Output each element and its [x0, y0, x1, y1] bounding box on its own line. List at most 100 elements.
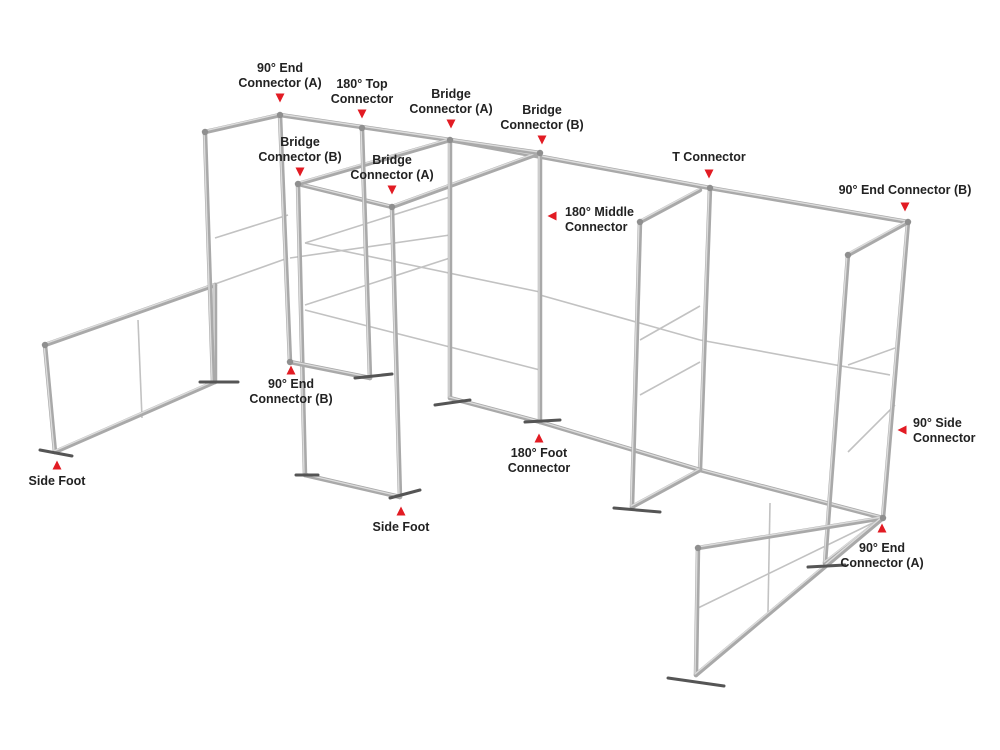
connector-joint — [844, 251, 852, 259]
callout-marker-icon — [704, 169, 714, 179]
frame-tube — [295, 181, 308, 478]
frame-tube — [52, 379, 218, 455]
panel-wire — [539, 294, 701, 341]
callout-label-line: Connector (A) — [350, 168, 433, 182]
panel-wire — [699, 339, 891, 376]
callout-label-line: Connector (A) — [238, 76, 321, 90]
frame-tube — [629, 219, 643, 510]
callout-label-line: Connector (B) — [500, 118, 583, 132]
frame-tube — [629, 467, 703, 510]
frame-tube-highlight — [846, 220, 908, 255]
panel-wire — [767, 502, 771, 613]
callout-marker-icon — [537, 135, 547, 145]
callout-label-line: Bridge — [280, 135, 320, 149]
callout-label: T Connector — [672, 150, 746, 164]
frame-tube-highlight — [708, 186, 908, 222]
frame-tube — [707, 185, 911, 225]
frame-foot — [388, 488, 422, 500]
callout-label: 90° End Connector (B) — [839, 183, 972, 197]
frame-tube-highlight — [53, 380, 215, 452]
frame-tube — [295, 137, 453, 187]
callout-label-line: Bridge — [372, 153, 412, 167]
frame-tube-highlight — [278, 113, 290, 362]
frame-tube-highlight — [881, 220, 908, 518]
callout-marker-icon — [286, 365, 296, 375]
frame-tube-highlight — [43, 283, 215, 345]
frame-tube — [202, 129, 216, 385]
callout-label-line: Connector — [508, 461, 571, 475]
frame-tube — [359, 125, 373, 381]
frame-tube — [302, 472, 403, 500]
frame-foot — [353, 372, 394, 380]
frame-tube-highlight — [288, 360, 370, 378]
panel-wire — [304, 309, 541, 371]
connector-joint — [294, 180, 302, 188]
frame-tube-highlight — [696, 516, 883, 548]
panel-wire — [304, 257, 451, 306]
callout-label-line: T Connector — [672, 150, 746, 164]
callout-end-connector-b-right: 90° End Connector (B) — [839, 183, 972, 212]
callout-marker-icon — [275, 93, 285, 103]
connector-joint — [388, 203, 396, 211]
frame-tube — [822, 252, 851, 566]
connector-joint — [694, 544, 702, 552]
panel-wire — [304, 242, 541, 293]
graphic-panel-wires — [137, 196, 896, 613]
connector-joint — [201, 128, 209, 136]
frame-tube-highlight — [303, 473, 400, 497]
frame-tube — [295, 181, 395, 210]
callout-marker-icon — [387, 185, 397, 195]
frame-tube-highlight — [360, 126, 370, 378]
callout-marker-icon — [52, 460, 62, 470]
panel-wire — [847, 404, 896, 453]
callout-label-line: Side Foot — [29, 474, 87, 488]
callout-label-line: 180° Top — [336, 77, 388, 91]
callout-label-line: Connector — [565, 220, 628, 234]
connector-joint — [904, 218, 912, 226]
frame-tube — [287, 359, 373, 381]
frame-tube — [202, 112, 283, 135]
frame-tube-highlight — [630, 468, 700, 507]
frame-foot — [433, 398, 472, 407]
callout-label-line: 90° End Connector (B) — [839, 183, 972, 197]
callout-label-line: Connector (A) — [840, 556, 923, 570]
callout-label-line: 180° Middle — [565, 205, 634, 219]
callout-label-line: Side Foot — [373, 520, 431, 534]
callout-marker-icon — [396, 506, 406, 516]
frame-tube — [880, 219, 911, 521]
callout-label-line: Connector (B) — [249, 392, 332, 406]
callout-label-line: 90° Side — [913, 416, 962, 430]
frame-tube-highlight — [694, 516, 883, 675]
callout-label-line: Connector (B) — [258, 150, 341, 164]
panel-wire — [289, 234, 451, 259]
frame-tube-highlight — [390, 205, 400, 497]
panel-wire — [847, 347, 896, 366]
frame-tube — [42, 342, 58, 455]
frame-tube-highlight — [296, 182, 392, 207]
frame-tube-highlight — [448, 138, 540, 153]
frame-tube — [697, 467, 886, 521]
frame-tube-highlight — [538, 420, 700, 470]
panel-wire — [304, 196, 451, 244]
panel-wire — [697, 517, 884, 609]
frame-tube-highlight — [296, 182, 305, 475]
callout-marker-icon — [547, 211, 557, 221]
